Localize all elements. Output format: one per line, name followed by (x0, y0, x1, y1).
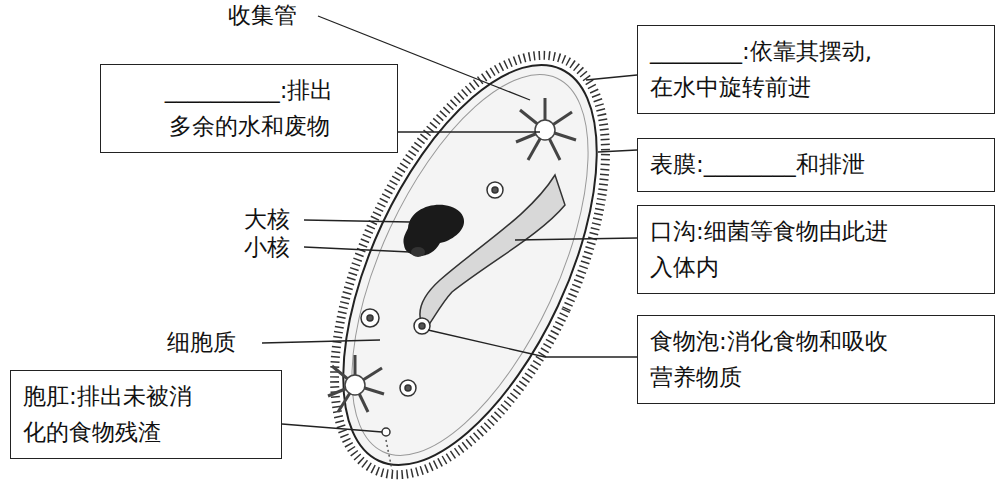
callout-box: 胞肛:排出未被消 化的食物残渣 (10, 370, 282, 459)
oral-groove (420, 175, 565, 330)
box-text: 食物泡:消化食物和吸收 营养物质 (650, 324, 950, 395)
contractile-vacuole-bottom (328, 355, 384, 412)
callout-box: 食物泡:消化食物和吸收 营养物质 (637, 315, 995, 404)
callout-box: ________:依靠其摆动, 在水中旋转前进 (637, 25, 995, 114)
part-label: 细胞质 (165, 329, 238, 357)
box-text: 胞肛:排出未被消 化的食物残渣 (23, 379, 268, 450)
callout-box: 表膜:________和排泄 (637, 138, 995, 192)
box-text: 口沟:细菌等食物由此进 入体内 (650, 214, 950, 285)
part-label: 小核 (242, 234, 292, 262)
part-label: 收集管 (226, 2, 299, 30)
box-text: ________:依靠其摆动, 在水中旋转前进 (650, 34, 950, 105)
callout-box: 口沟:细菌等食物由此进 入体内 (637, 205, 995, 294)
part-label: 大核 (242, 206, 292, 234)
box-text: __________:排出 多余的水和废物 (114, 73, 384, 144)
micronucleus (411, 247, 425, 257)
box-text: 表膜:________和排泄 (650, 147, 980, 183)
callout-box: __________:排出 多余的水和废物 (100, 64, 398, 153)
contractile-vacuole-top (516, 98, 576, 160)
anal-pore (382, 428, 390, 436)
residue-trail (386, 440, 392, 470)
food-vacuoles (361, 182, 503, 396)
macronucleus (403, 205, 464, 256)
